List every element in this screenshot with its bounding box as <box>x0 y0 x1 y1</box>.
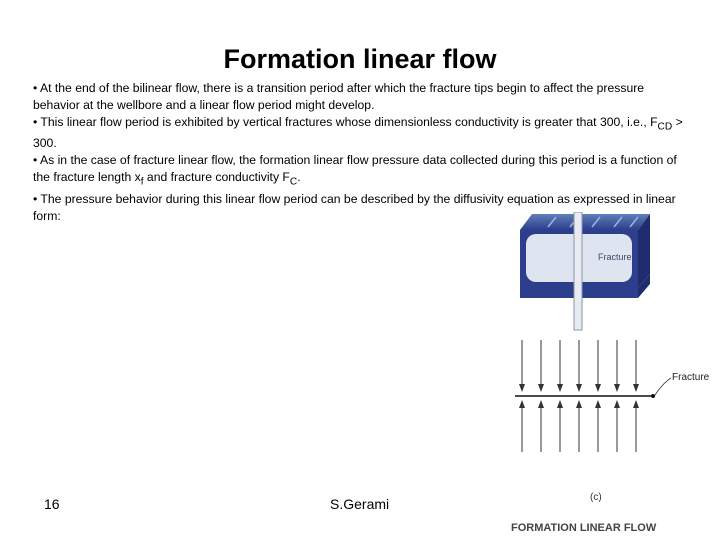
paragraph-1: • At the end of the bilinear flow, there… <box>33 81 645 112</box>
figure-caption: FORMATION LINEAR FLOW <box>511 522 657 534</box>
page-number: 16 <box>44 496 60 512</box>
linear-flow-diagram: Fracture <box>515 340 710 452</box>
paragraph-3: • As in the case of fracture linear flow… <box>33 152 685 190</box>
slide-body: • At the end of the bilinear flow, there… <box>33 80 685 225</box>
paragraph-3-tail: . <box>297 170 301 185</box>
paragraph-3-subscript: f <box>140 176 144 188</box>
block-side-face <box>638 214 650 288</box>
flow-arrows-up <box>521 404 637 452</box>
paragraph-2-text: • This linear flow period is exhibited b… <box>33 115 658 129</box>
flow-arrows-down <box>521 340 637 388</box>
paragraph-2: • This linear flow period is exhibited b… <box>33 114 685 152</box>
paragraph-3-subscript-2: C <box>289 176 298 188</box>
block-base-side <box>638 274 650 298</box>
author-name: S.Gerami <box>330 496 390 512</box>
paragraph-2-subscript: CD <box>657 121 673 133</box>
block-fracture-label: Fracture <box>598 252 632 262</box>
paragraph-3-mid: and fracture conductivity F <box>143 170 290 185</box>
fracture-tip-dot <box>651 394 655 398</box>
block-top-face <box>520 214 650 230</box>
paragraph-4: • The pressure behavior during this line… <box>33 191 676 223</box>
fracture-block-illustration: Fracture <box>520 212 650 331</box>
paragraph-2-tail: > 300. <box>33 115 683 151</box>
paragraph-3-text: • As in the case of fracture linear flow… <box>33 153 677 185</box>
flow-fracture-label: Fracture <box>672 372 710 383</box>
wellbore-icon <box>573 212 583 331</box>
flow-arrowheads-down <box>519 384 639 392</box>
slide-title: Formation linear flow <box>223 44 497 74</box>
panel-label: (c) <box>590 492 602 503</box>
fracture-leader-line <box>654 377 672 396</box>
flow-arrowheads-up <box>519 400 639 408</box>
